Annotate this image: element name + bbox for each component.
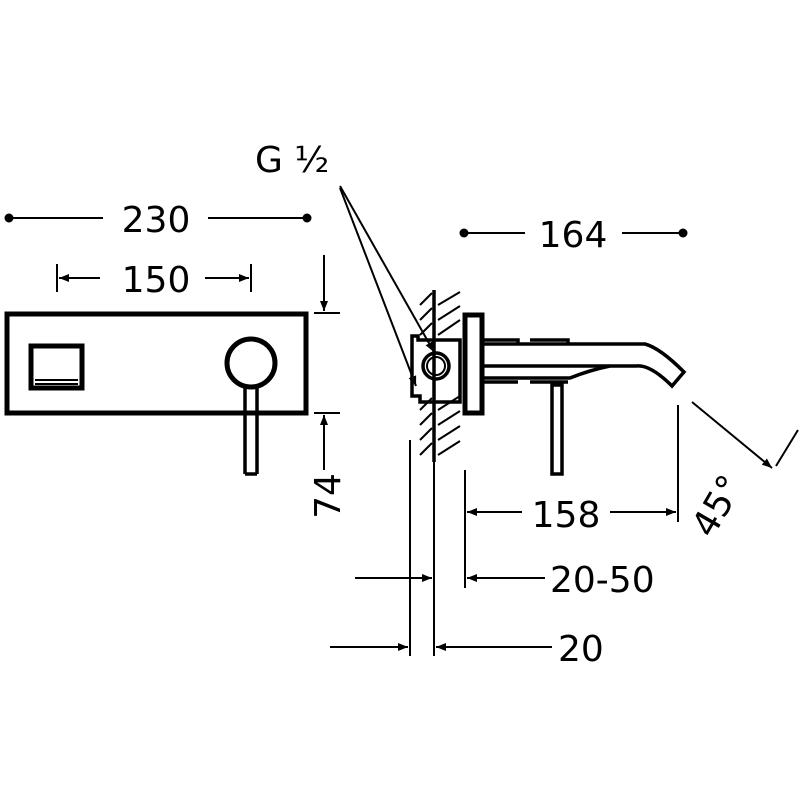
dim-164: 164	[459, 215, 688, 256]
handle-knob	[224, 336, 278, 390]
valve-body	[410, 334, 462, 404]
dim-164-label: 164	[539, 215, 608, 256]
dim-150-label: 150	[122, 260, 191, 301]
dim-45-angle: 45°	[684, 401, 799, 544]
dim-20-label: 20	[558, 629, 604, 670]
side-handle	[550, 383, 564, 476]
dim-74-label: 74	[308, 473, 349, 519]
dim-158: 158	[467, 495, 676, 536]
flange	[462, 312, 485, 416]
dim-158-label: 158	[532, 495, 601, 536]
dim-20-50-label: 20-50	[550, 560, 655, 601]
dim-230-label: 230	[122, 200, 191, 241]
thread-label: G ½	[255, 140, 329, 181]
dim-20-50: 20-50	[355, 560, 655, 601]
front-view	[4, 311, 309, 476]
dim-230: 230	[4, 200, 312, 241]
side-view	[410, 290, 687, 476]
thread-callout: G ½	[255, 140, 435, 387]
dim-45-label: 45°	[684, 468, 751, 544]
dim-20: 20	[330, 629, 604, 670]
diverter-window	[28, 343, 85, 391]
dim-150: 150	[56, 260, 252, 301]
dim-74: 74	[308, 255, 349, 519]
wall-plate	[4, 311, 309, 416]
